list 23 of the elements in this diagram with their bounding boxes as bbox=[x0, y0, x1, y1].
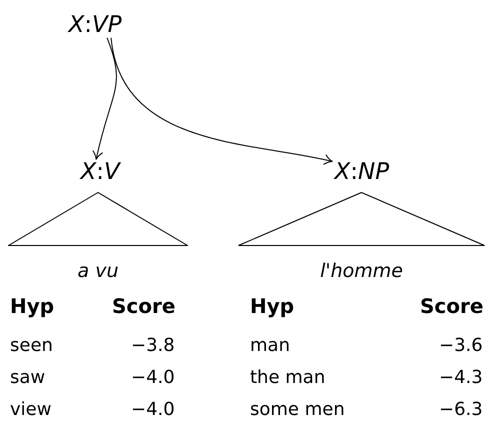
node-label: X:V bbox=[80, 160, 120, 185]
table-text: −3.8 bbox=[131, 336, 175, 356]
node-label: X:VP bbox=[68, 12, 122, 38]
table-text: −4.0 bbox=[131, 368, 175, 388]
table-text: −3.6 bbox=[439, 336, 483, 356]
table-text: view bbox=[10, 400, 52, 420]
triangle-shape bbox=[238, 192, 485, 246]
phrase-text: l'homme bbox=[320, 260, 403, 282]
table-text: saw bbox=[10, 368, 46, 388]
table-text: −6.3 bbox=[439, 400, 483, 420]
column-header: Hyp bbox=[10, 295, 54, 317]
table-text: some men bbox=[250, 400, 345, 420]
table-text: −4.0 bbox=[131, 400, 175, 420]
table-text: −4.3 bbox=[439, 368, 483, 388]
column-header: Score bbox=[112, 295, 176, 317]
table-text: the man bbox=[250, 368, 326, 388]
triangle-shape bbox=[8, 192, 188, 246]
column-header: Score bbox=[420, 295, 484, 317]
table-text: seen bbox=[10, 336, 53, 356]
phrase-text: a vu bbox=[78, 260, 118, 282]
column-header: Hyp bbox=[250, 295, 294, 317]
table-text: man bbox=[250, 336, 290, 356]
node-label: X:NP bbox=[334, 160, 390, 185]
